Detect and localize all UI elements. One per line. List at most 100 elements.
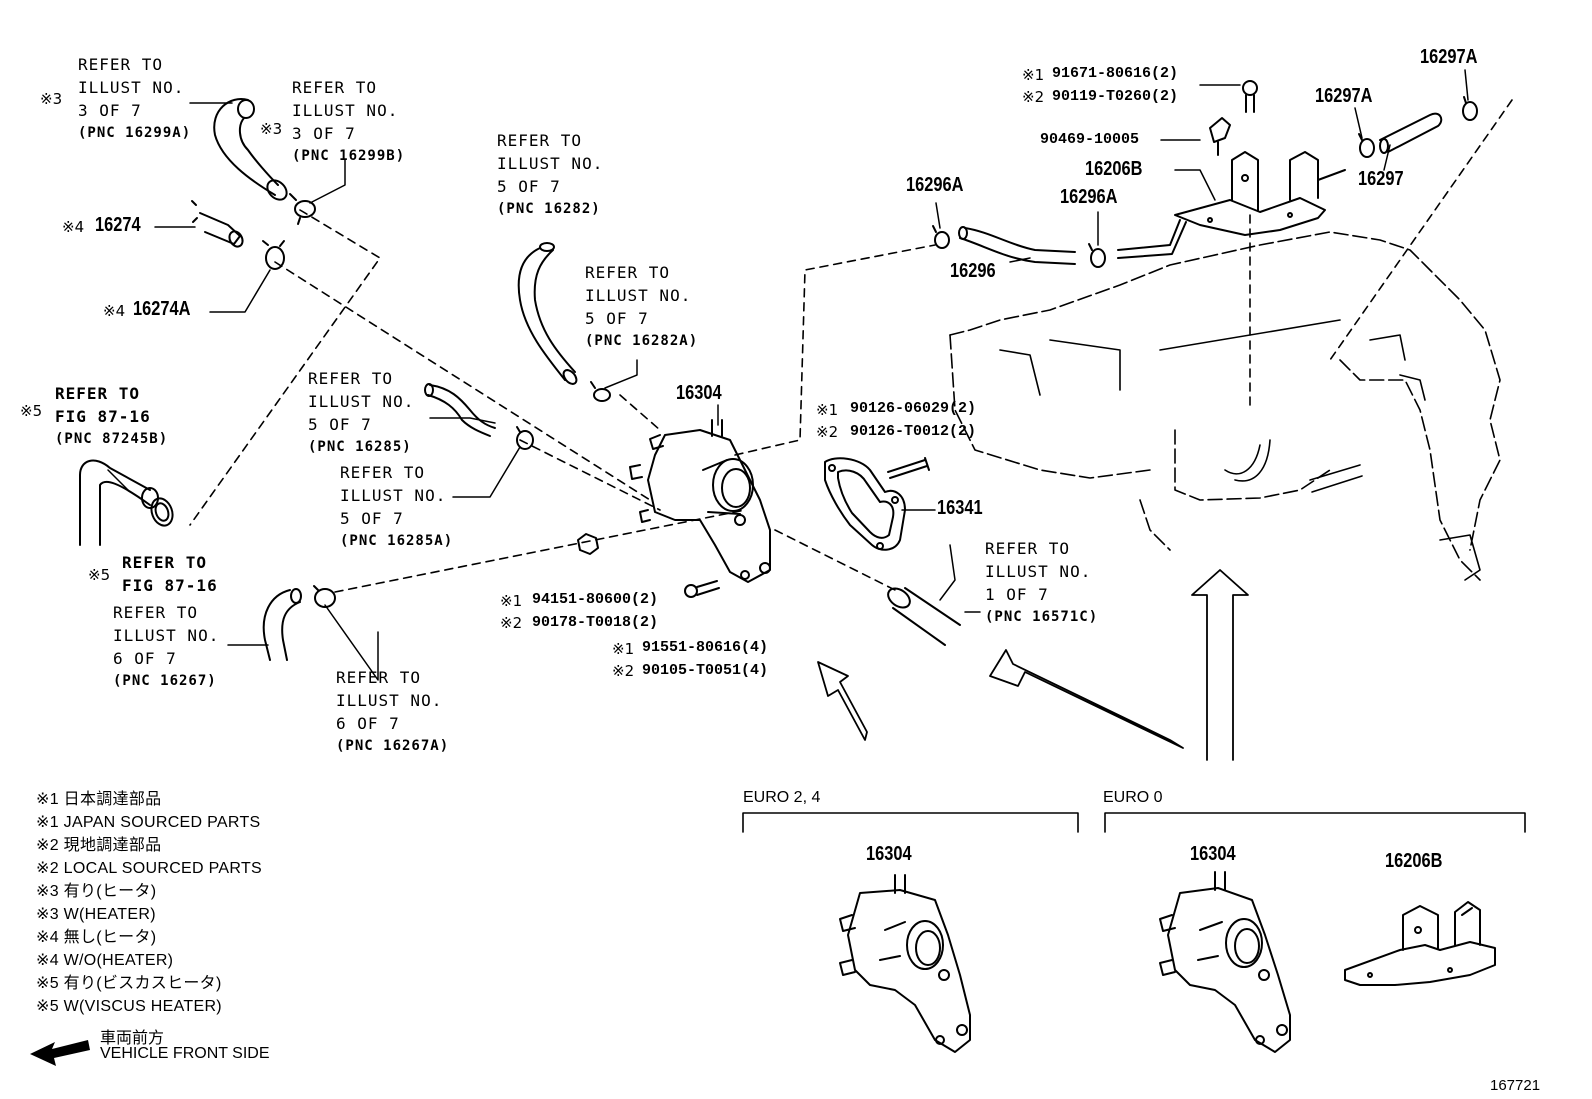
variant-euro0-bracket (1344, 901, 1496, 986)
note-mark-2: ※2 (612, 662, 635, 680)
ref-line: ILLUST NO. (292, 101, 399, 120)
refer-16299b-label: REFER TO ILLUST NO. 3 OF 7 (PNC 16299B) (292, 76, 405, 168)
ref-line: REFER TO (113, 603, 199, 622)
part-line: 90126-T0012(2) (850, 423, 977, 440)
ref-line: 5 OF 7 (340, 509, 404, 528)
note-mark-4b: ※4 (103, 302, 126, 320)
refer-16282-label: REFER TO ILLUST NO. 5 OF 7 (PNC 16282) (497, 129, 603, 221)
ref-line: REFER TO (55, 384, 141, 403)
part-number-16304: 16304 (676, 382, 722, 404)
variant-euro0-part2: 16206B (1385, 850, 1443, 872)
ref-line: ILLUST NO. (308, 392, 415, 411)
clamp-16299b (289, 193, 316, 225)
note-mark-1: ※1 (500, 592, 523, 610)
ref-pnc: (PNC 16267) (113, 673, 217, 689)
bolt-icon (684, 580, 720, 598)
part-number-bolt: 91551-80616(4) 90105-T0051(4) (642, 636, 768, 682)
vehicle-front-jp: 車両前方 (100, 1030, 165, 1047)
variant-brackets (742, 812, 1526, 833)
ref-line: REFER TO (78, 55, 164, 74)
legend-item: ※1 JAPAN SOURCED PARTS (36, 814, 261, 831)
part-number-16296a-left: 16296A (906, 174, 964, 196)
part-number-bolt-top: 91671-80616(2) 90119-T0260(2) (1052, 62, 1178, 108)
water-outlet-16304 (629, 419, 771, 583)
bolt-top-icon (1242, 80, 1258, 113)
legend-item: ※5 有り(ビスカスヒータ) (36, 975, 222, 992)
ref-line: REFER TO (985, 539, 1071, 558)
legend-item: ※3 有り(ヒータ) (36, 883, 157, 900)
hose-16267 (262, 588, 302, 661)
leader-lines (107, 69, 1469, 681)
pipe-to-bracket (1117, 219, 1187, 259)
pipe-16571c (887, 587, 961, 646)
note-mark-2: ※2 (816, 423, 839, 441)
legend-item: ※2 LOCAL SOURCED PARTS (36, 860, 262, 877)
direction-arrows (817, 569, 1249, 761)
note-mark-2: ※2 (500, 614, 523, 632)
ref-pnc: (PNC 16285) (308, 439, 412, 455)
legend-item: ※4 無し(ヒータ) (36, 929, 157, 946)
engine-lines (999, 319, 1481, 581)
ref-line: ILLUST NO. (113, 626, 220, 645)
part-line: 90119-T0260(2) (1052, 88, 1179, 105)
note-mark-1: ※1 (816, 401, 839, 419)
part-number-16341: 16341 (937, 497, 983, 519)
part-number-16274: 16274 (95, 214, 141, 236)
ref-line: ILLUST NO. (585, 286, 692, 305)
part-number-16297a-right: 16297A (1420, 46, 1478, 68)
footnote-legend: ※1 日本調達部品 ※1 JAPAN SOURCED PARTS ※2 現地調達… (36, 788, 262, 1018)
vehicle-front-arrow-icon (30, 1040, 90, 1066)
hose-87245b (79, 459, 174, 546)
hose-16296 (958, 226, 1076, 265)
clamp-16285a (516, 426, 534, 450)
hose-16285 (424, 383, 496, 437)
ref-line: ILLUST NO. (985, 562, 1092, 581)
ref-line: FIG 87-16 (122, 576, 218, 595)
part-number-stud: 90126-06029(2) 90126-T0012(2) (850, 397, 976, 443)
clamp-16296a-left (932, 225, 950, 249)
note-mark-3b: ※3 (260, 120, 283, 138)
variant-euro24-part: 16304 (866, 843, 912, 865)
part-line: 91671-80616(2) (1052, 65, 1179, 82)
illustration-number: 167721 (1490, 1077, 1541, 1094)
ref-pnc: (PNC 16571C) (985, 609, 1099, 625)
ref-line: REFER TO (497, 131, 583, 150)
gasket-16341 (824, 457, 906, 551)
part-number-90469: 90469-10005 (1040, 131, 1140, 148)
variant-euro0-label: EURO 0 (1103, 789, 1163, 806)
part-line: 90105-T0051(4) (642, 662, 769, 679)
ref-line: REFER TO (122, 553, 208, 572)
part-number-16297: 16297 (1358, 168, 1404, 190)
note-mark-1: ※1 (612, 640, 635, 658)
variant-euro0-part1: 16304 (1190, 843, 1236, 865)
nut-icon (577, 533, 599, 555)
refer-16282a-label: REFER TO ILLUST NO. 5 OF 7 (PNC 16282A) (585, 261, 698, 353)
ref-pnc: (PNC 16267A) (336, 738, 450, 754)
ref-line: REFER TO (585, 263, 671, 282)
part-number-16296a-right: 16296A (1060, 186, 1118, 208)
note-mark-5b: ※5 (88, 566, 111, 584)
ref-pnc: (PNC 16299B) (292, 148, 406, 164)
note-mark-2: ※2 (1022, 88, 1045, 106)
part-line: 94151-80600(2) (532, 591, 659, 608)
refer-16285-label: REFER TO ILLUST NO. 5 OF 7 (PNC 16285) (308, 367, 414, 459)
note-mark-5a: ※5 (20, 402, 43, 420)
legend-item: ※2 現地調達部品 (36, 837, 162, 854)
ref-line: REFER TO (308, 369, 394, 388)
part-16274-icon (191, 200, 244, 248)
ref-pnc: (PNC 16299A) (78, 125, 192, 141)
ref-line: ILLUST NO. (340, 486, 447, 505)
clamp-16267a (313, 585, 336, 608)
dashed-guide-lines (189, 99, 1513, 593)
ref-line: 3 OF 7 (78, 101, 142, 120)
variant-euro24-outlet (839, 874, 971, 1053)
clamp-16297a-left (1358, 133, 1375, 158)
hose-16282 (517, 242, 578, 385)
ref-line: 6 OF 7 (336, 714, 400, 733)
ref-line: REFER TO (336, 668, 422, 687)
refer-16285a-label: REFER TO ILLUST NO. 5 OF 7 (PNC 16285A) (340, 461, 453, 553)
note-mark-1: ※1 (1022, 66, 1045, 84)
ref-line: 5 OF 7 (497, 177, 561, 196)
ref-pnc: (PNC 16282A) (585, 333, 699, 349)
